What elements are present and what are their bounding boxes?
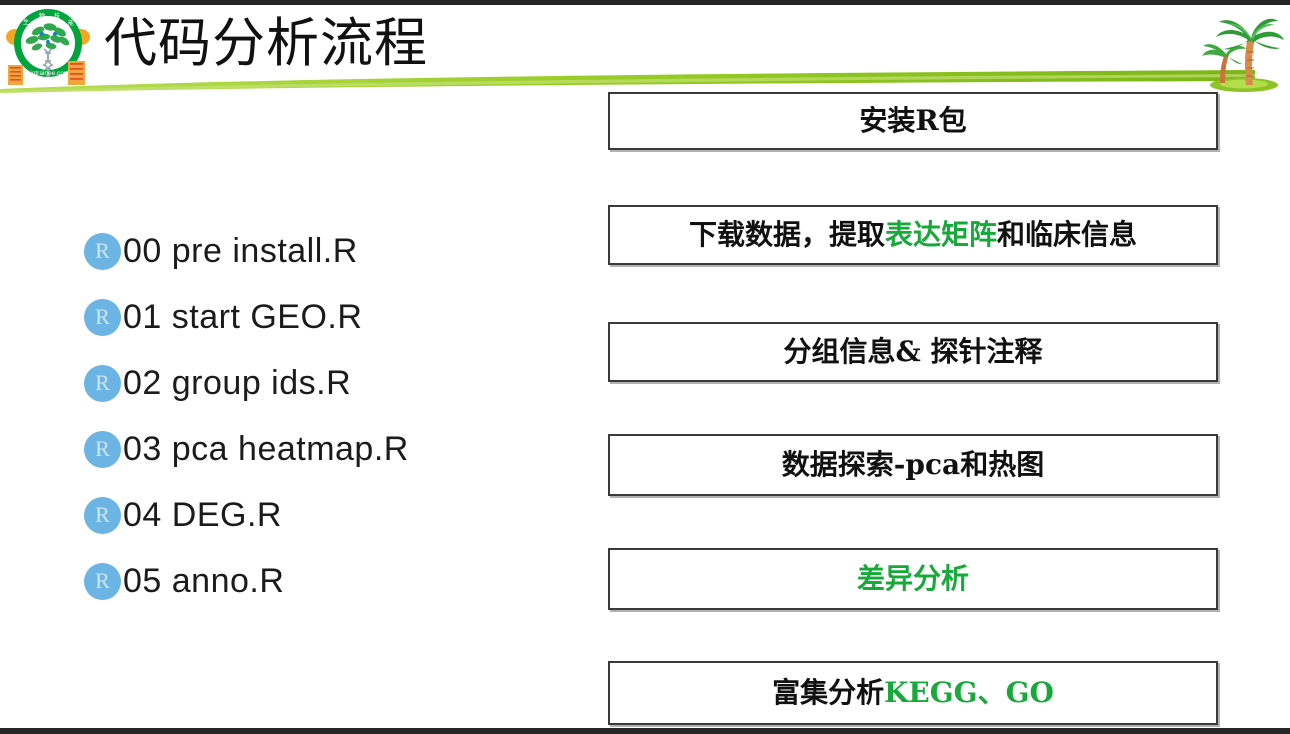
svg-text:能: 能 — [68, 19, 74, 27]
flow-step-highlight: 表达矩阵 — [884, 218, 997, 251]
script-file-name: 01 start GEO.R — [123, 298, 363, 336]
script-file-name: 02 group ids.R — [123, 364, 352, 402]
r-script-icon: R — [84, 430, 121, 468]
slide-header: 生 物 技能 biotrainee.com — [0, 5, 1290, 93]
r-script-icon: R — [84, 496, 121, 534]
script-file-name: 03 pca heatmap.R — [123, 430, 409, 468]
r-script-list: R 00 pre install.R R 01 start GEO.R R 02… — [84, 218, 554, 614]
list-item[interactable]: R 02 group ids.R — [84, 350, 554, 416]
r-script-icon: R — [84, 562, 121, 600]
flow-step-box[interactable]: 富集分析KEGG、GO — [608, 661, 1218, 725]
flow-step-box[interactable]: 差异分析 — [608, 548, 1218, 610]
flow-step-text: 下载数据，提取表达矩阵和临床信息 — [689, 218, 1137, 252]
biotrainee-tree-logo: 生 物 技能 biotrainee.com — [6, 7, 90, 87]
page-title: 代码分析流程 — [104, 14, 428, 73]
script-file-name: 00 pre install.R — [123, 232, 358, 270]
top-edge-bar — [0, 0, 1290, 5]
r-script-icon: R — [84, 232, 121, 270]
script-file-name: 05 anno.R — [123, 562, 285, 600]
flow-step-box[interactable]: 分组信息& 探针注释 — [608, 322, 1218, 382]
flow-step-box[interactable]: 安装R包 — [608, 92, 1218, 150]
flow-step-box[interactable]: 下载数据，提取表达矩阵和临床信息 — [608, 205, 1218, 265]
svg-text:技: 技 — [54, 12, 60, 20]
svg-text:biotrainee.com: biotrainee.com — [27, 70, 70, 77]
script-file-name: 04 DEG.R — [123, 496, 282, 534]
list-item[interactable]: R 05 anno.R — [84, 548, 554, 614]
flow-step-text: 差异分析 — [856, 562, 969, 595]
r-script-icon: R — [84, 298, 121, 336]
palm-tree-icon — [1198, 11, 1284, 93]
green-swoosh-divider — [0, 67, 1255, 93]
flow-step-text: 分组信息& 探针注释 — [783, 335, 1043, 368]
flow-step-prefix: 下载数据，提取 — [688, 218, 885, 251]
flow-step-text: 数据探索-pca和热图 — [781, 448, 1045, 481]
svg-text:物: 物 — [39, 12, 45, 20]
list-item[interactable]: R 00 pre install.R — [84, 218, 554, 284]
flow-step-text: 安装R包 — [859, 104, 967, 137]
r-script-icon: R — [84, 364, 121, 402]
flow-step-box[interactable]: 数据探索-pca和热图 — [608, 434, 1218, 496]
list-item[interactable]: R 01 start GEO.R — [84, 284, 554, 350]
svg-text:生: 生 — [23, 18, 29, 26]
bottom-edge-bar — [0, 728, 1290, 734]
list-item[interactable]: R 04 DEG.R — [84, 482, 554, 548]
flow-step-highlight: KEGG、GO — [884, 676, 1054, 709]
flow-step-prefix: 富集分析 — [772, 676, 885, 709]
flow-step-suffix: 和临床信息 — [997, 218, 1138, 251]
list-item[interactable]: R 03 pca heatmap.R — [84, 416, 554, 482]
flow-step-text: 富集分析KEGG、GO — [772, 676, 1054, 710]
